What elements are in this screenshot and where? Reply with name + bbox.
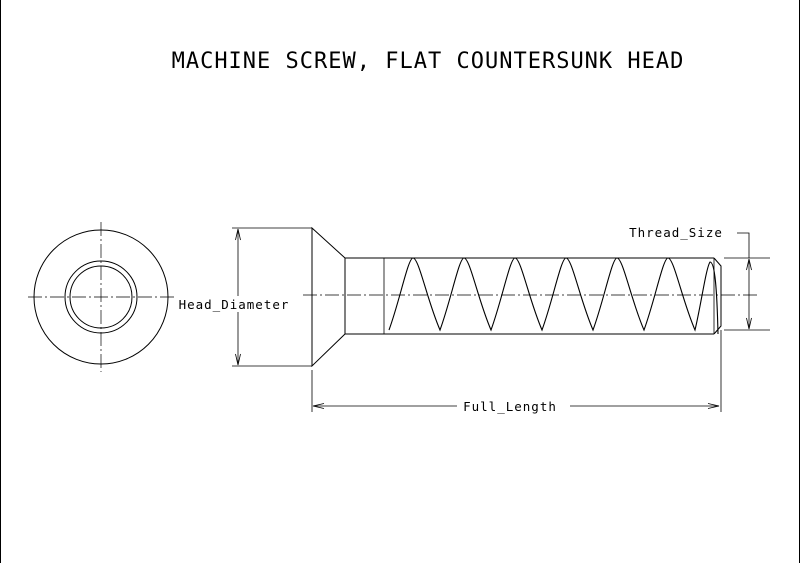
end-view xyxy=(28,222,176,372)
thread-helix xyxy=(388,257,719,335)
thread-size-label: Thread_Size xyxy=(629,225,723,240)
thread-size-dimension: Thread_Size xyxy=(629,225,770,331)
head-diameter-label: Head_Diameter xyxy=(179,297,290,312)
countersunk-head xyxy=(311,226,346,368)
head-diameter-dimension: Head_Diameter xyxy=(176,227,312,367)
drawing-title: MACHINE SCREW, FLAT COUNTERSUNK HEAD xyxy=(172,49,685,74)
side-view xyxy=(303,226,760,368)
full-length-label: Full_Length xyxy=(463,399,557,414)
full-length-dimension: Full_Length xyxy=(311,330,722,414)
